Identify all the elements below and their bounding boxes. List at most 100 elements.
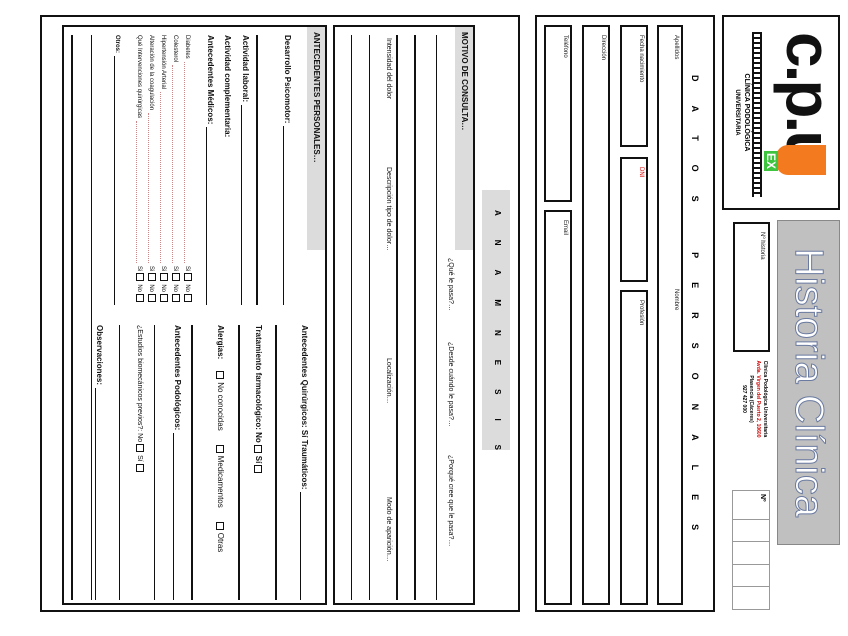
no-label: No [148,284,154,292]
yes-checkbox[interactable] [184,273,192,282]
yes-label: Si [148,265,154,272]
dni-field[interactable]: DNI [620,157,648,282]
no-checkbox[interactable] [136,294,144,302]
no-checkbox[interactable] [254,444,262,453]
phone-field[interactable]: Teléfono [544,25,572,202]
logo-box: c.p.u EX CLÍNICA PODOLÓGICA UNIVERSITARI… [722,15,845,210]
farmacologico-label: Tratamiento farmacológico: No [254,325,263,443]
write-line[interactable] [191,325,193,600]
address-line: Clínica Podológica Universitaria [762,360,768,438]
no-checkbox[interactable] [136,444,144,453]
number-cell[interactable] [733,542,769,565]
psicomotor-field[interactable]: Desarrollo Psicomotor: [283,35,292,305]
onset-label: Modo de aparición… [385,497,392,562]
no-checkbox[interactable] [160,294,168,302]
number-cell[interactable] [733,519,769,543]
address-line: Plasencia (Cáceres) [748,375,754,423]
anamnesis-title: ANAMNESIS [493,210,502,475]
address-line: 927 427 000 [741,385,747,413]
laboral-field[interactable]: Actividad laboral: [241,35,250,305]
no-checkbox[interactable] [148,294,156,302]
medicos-label: Antecedentes Médicos: [206,35,215,125]
history-number-label: Nº historia [759,232,765,260]
allergy-checkbox[interactable] [216,444,224,453]
birthdate-field[interactable]: Fecha nacimiento [620,25,648,147]
otros-field[interactable]: Otros: [114,35,120,305]
yes-checkbox[interactable] [136,463,144,472]
number-cell-header: Nº [733,491,769,520]
yes-label: Si [136,265,142,272]
write-line[interactable] [396,35,398,600]
address-field[interactable]: Dirección [582,25,610,605]
condition-label: Colesterol [172,35,178,63]
number-cell[interactable] [733,564,769,588]
write-line[interactable] [436,35,437,600]
logo-orange-u [776,145,826,175]
write-line[interactable] [91,35,92,600]
history-number-box[interactable]: Nº historia [733,222,770,352]
surname-name-field[interactable]: Apellidos Nombre [657,25,683,605]
logo-badge: EX [764,151,778,172]
write-line[interactable] [351,35,352,600]
yes-checkbox[interactable] [160,273,168,282]
write-line[interactable] [238,325,240,600]
write-line[interactable] [275,325,277,600]
no-label: No [172,284,178,292]
biomecanicos-label: ¿Estudios biomecánicos previos?: No [136,325,143,443]
question-what: ¿Qué le pasa?… [447,258,454,311]
birthdate-label: Fecha nacimiento [638,35,644,83]
dni-label: DNI [638,167,644,178]
write-line[interactable] [154,325,155,600]
yes-checkbox[interactable] [148,273,156,282]
profession-label: Profesión [638,300,644,326]
yes-checkbox[interactable] [254,465,262,474]
write-line[interactable] [119,325,120,600]
email-label: Email [562,220,568,236]
yes-checkbox[interactable] [136,273,144,282]
complementaria-field[interactable]: Actividad complementaria: [223,35,232,305]
personal-data-title: DATOS PERSONALES [690,75,700,555]
write-line[interactable] [414,35,416,600]
page-title: Historia Clínica [787,248,832,518]
title-banner: Historia Clínica [777,220,840,545]
write-line[interactable] [256,35,258,305]
clinic-address: Clínica Podológica Universitaria Avda. V… [740,356,768,442]
location-label: Localización… [385,358,392,404]
email-field[interactable]: Email [544,210,572,605]
no-label: No [160,284,166,292]
yes-label: Si [172,265,178,272]
logo: c.p.u EX [752,27,845,197]
podologicos-field[interactable]: Antecedentes Podológicos: [173,325,182,600]
write-line[interactable] [71,35,73,600]
surname-label: Apellidos [673,35,679,60]
podologicos-label: Antecedentes Podológicos: [173,325,182,431]
question-since-when: ¿Desde cuándo le pasa?… [447,342,454,427]
write-line[interactable] [369,35,370,600]
antecedentes-title: ANTECEDENTES PERSONALES… [312,32,321,163]
pain-type-label: Descripción tipo de dolor… [385,167,392,252]
allergy-checkbox[interactable] [216,521,224,530]
motivo-title: MOTIVO DE CONSULTA… [460,32,469,131]
allergy-option: No conocidas [216,382,225,431]
allergy-checkbox[interactable] [216,371,224,380]
address-line: Avda. Virgen del Puerto 2, 10600 [755,360,761,438]
condition-label: Hipertensión Arterial [160,35,166,90]
yes-label: Sí [254,455,263,464]
quirurgicos-label: Antecedentes Quirúrgicos: Sí Traumáticos… [300,325,309,490]
question-why: ¿Porqué cree que le pasa?… [447,455,454,547]
address-label: Dirección [600,35,606,61]
no-checkbox[interactable] [184,294,192,302]
quirurgicos-field[interactable]: Antecedentes Quirúrgicos: Sí Traumáticos… [300,325,309,600]
profession-field[interactable]: Profesión [620,290,648,605]
observaciones-field[interactable]: Observaciones: [95,325,104,600]
no-checkbox[interactable] [172,294,180,302]
yes-checkbox[interactable] [172,273,180,282]
number-cell[interactable] [733,587,769,609]
medicos-field[interactable]: Antecedentes Médicos: [206,35,215,305]
